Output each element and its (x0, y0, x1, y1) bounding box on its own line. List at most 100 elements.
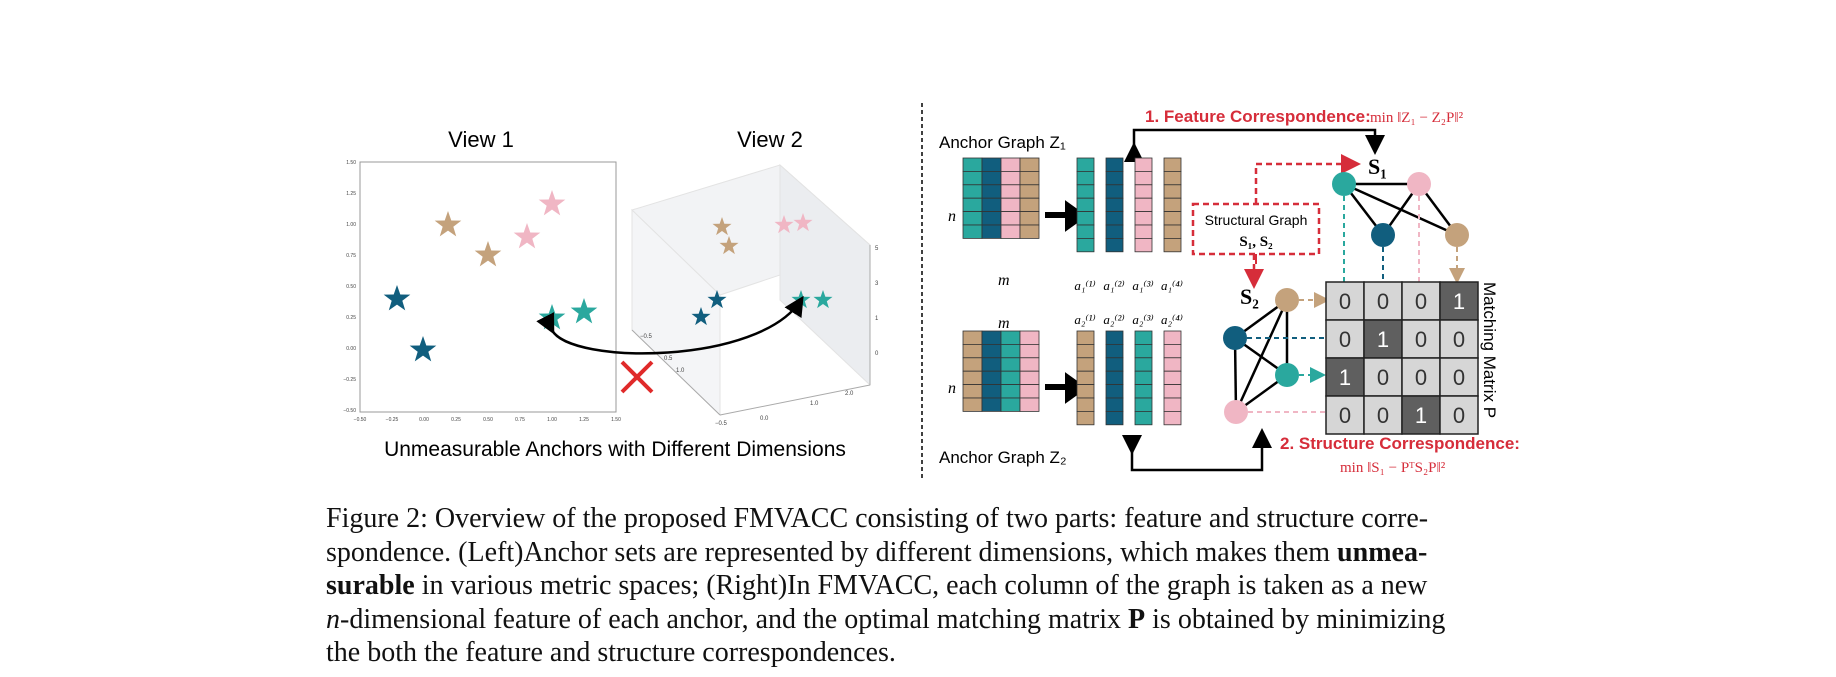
column-cell (1076, 330, 1095, 345)
grid-cell (981, 343, 1002, 359)
grid-cell (981, 330, 1002, 345)
view1-x-tick: 1.00 (547, 417, 557, 423)
column-cell (1134, 410, 1153, 426)
structural-to-s1-arrow (1254, 154, 1361, 204)
arrow-right-bottom (1045, 372, 1088, 404)
grid-cell (1000, 397, 1021, 412)
matrix-cell (1325, 319, 1365, 359)
view1-y-tick: 0.00 (346, 346, 356, 352)
column-cell (1105, 197, 1124, 212)
column-cell (1134, 157, 1153, 172)
view1-x-tick: 1.25 (579, 417, 589, 423)
column-cell (1105, 357, 1124, 372)
svg-text:5: 5 (875, 246, 879, 252)
column-cell (1163, 157, 1182, 172)
matrix-value: 1 (1377, 327, 1389, 352)
column-cell (1105, 157, 1124, 172)
column-cell (1076, 224, 1095, 239)
n-label-top: n (948, 208, 956, 225)
grid-cell (1000, 224, 1021, 239)
column-cell (1105, 397, 1124, 412)
view1-y-tick: 1.25 (346, 191, 356, 197)
column-cell (1163, 330, 1182, 345)
matrix-cell (1439, 281, 1479, 321)
grid-cell (962, 157, 983, 172)
column-cell (1076, 384, 1095, 399)
grid-cell (962, 211, 983, 226)
grid-cell (1019, 384, 1040, 399)
grid-cell (981, 157, 1002, 172)
grid-cell (981, 384, 1002, 399)
svg-text:0.5: 0.5 (664, 356, 673, 362)
column-cell (1163, 397, 1182, 412)
svg-text:1.0: 1.0 (810, 401, 819, 407)
grid-cell (1000, 184, 1021, 199)
grid-cell (962, 384, 983, 399)
matrix-value: 0 (1339, 403, 1351, 428)
grid-cell (1019, 370, 1040, 386)
m-label-bottom: m (998, 315, 1010, 332)
svg-text:2.0: 2.0 (845, 391, 854, 397)
feature-correspondence-formula: min ‖Z₁ − Z₂P‖² (1370, 110, 1464, 126)
structure-bracket-arrow (1122, 428, 1272, 472)
matrix-value: 0 (1453, 365, 1465, 390)
grid-cell (962, 224, 983, 239)
grid-cell (981, 397, 1002, 412)
column-cell (1105, 370, 1124, 386)
matrix-value: 0 (1453, 327, 1465, 352)
column-cell (1076, 184, 1095, 199)
matrix-value: 0 (1339, 289, 1351, 314)
view1-x-tick: 0.25 (451, 417, 461, 423)
grid-cell (962, 343, 983, 359)
feature-bracket-arrow (1124, 128, 1385, 162)
grid-cell (1000, 330, 1021, 345)
n-label-bottom: n (948, 380, 956, 397)
right-panel: 1. Feature Correspondence: min ‖Z₁ − Z₂P… (939, 107, 1520, 476)
column-cell (1163, 184, 1182, 199)
view1-x-tick: −0.25 (386, 417, 399, 423)
column-cell (1105, 330, 1124, 345)
column-cell (1163, 370, 1182, 386)
anchor-column-label: a₁⁽²⁾ (1103, 278, 1124, 293)
grid-cell (981, 184, 1002, 199)
column-cell (1105, 384, 1124, 399)
matrix-value: 1 (1339, 365, 1351, 390)
caption-math-n: n (326, 603, 340, 635)
caption-line-3: surable in various metric spaces; (Right… (326, 569, 1526, 603)
s2-label: S₂ (1240, 284, 1259, 309)
grid-cell (981, 357, 1002, 372)
grid-cell (1000, 211, 1021, 226)
s2-node-tan (1275, 288, 1299, 312)
grid-cell (1019, 157, 1040, 172)
grid-cell (981, 170, 1002, 186)
anchor-column-label: a₁⁽⁴⁾ (1161, 278, 1183, 293)
grid-cell (962, 197, 983, 212)
column-cell (1134, 197, 1153, 212)
grid-cell (962, 357, 983, 372)
matrix-value: 0 (1339, 327, 1351, 352)
column-cell (1134, 224, 1153, 239)
column-cell (1134, 370, 1153, 386)
a1-labels: a₁⁽¹⁾a₁⁽²⁾a₁⁽³⁾a₁⁽⁴⁾ (1074, 278, 1183, 293)
grid-cell (1019, 397, 1040, 412)
matrix-value: 1 (1415, 403, 1427, 428)
grid-cell (1000, 384, 1021, 399)
matrix-value: 0 (1453, 403, 1465, 428)
matrix-value: 0 (1377, 365, 1389, 390)
caption-line-4-end: is obtained by minimizing (1145, 603, 1446, 635)
column-cell (1105, 237, 1124, 253)
column-cell (1076, 343, 1095, 359)
grid-cell (981, 197, 1002, 212)
matrix-cell (1325, 395, 1365, 435)
column-cell (1134, 397, 1153, 412)
svg-text:1: 1 (875, 316, 879, 322)
caption-line-2: spondence. (Left)Anchor sets are represe… (326, 536, 1526, 570)
column-cell (1163, 224, 1182, 239)
matrix-value: 0 (1415, 327, 1427, 352)
grid-cell (1000, 170, 1021, 186)
column-cell (1076, 237, 1095, 253)
grid-cell (962, 370, 983, 386)
cross-icon (620, 360, 654, 394)
